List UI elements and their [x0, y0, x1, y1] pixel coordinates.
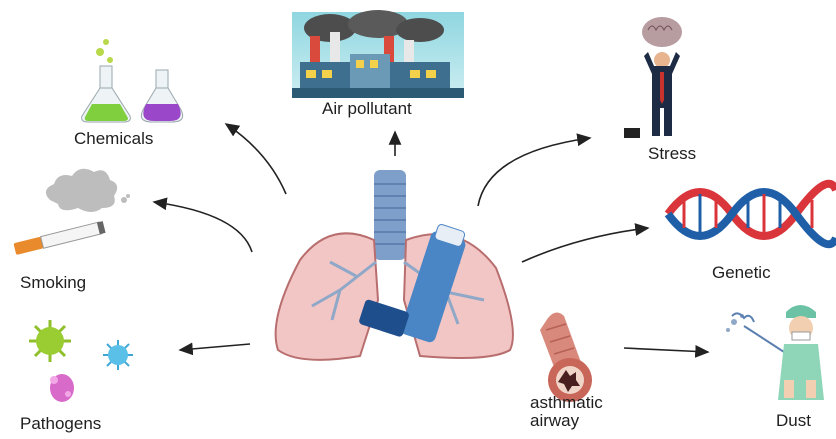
airway-icon — [540, 312, 592, 402]
arrow-chemicals — [226, 124, 286, 194]
label-chemicals: Chemicals — [74, 130, 153, 147]
label-asthmatic-airway: asthmatic airway — [530, 394, 603, 430]
arrow-dust — [624, 348, 708, 352]
label-asthmatic-line1: asthmatic — [530, 394, 603, 412]
label-stress: Stress — [648, 145, 696, 162]
factory-icon — [292, 10, 464, 98]
cleaning-person-icon — [726, 305, 824, 400]
virus-icon — [29, 320, 133, 402]
arrow-smoking — [154, 202, 252, 252]
label-pathogens: Pathogens — [20, 415, 101, 432]
stressed-man-icon — [624, 17, 682, 138]
dna-icon — [668, 184, 836, 245]
arrow-genetic — [522, 228, 648, 262]
label-air-pollutant: Air pollutant — [322, 100, 412, 117]
arrow-stress — [478, 138, 590, 206]
label-genetic: Genetic — [712, 264, 771, 281]
label-asthmatic-line2: airway — [530, 412, 603, 430]
flask-icon — [82, 39, 183, 122]
label-smoking: Smoking — [20, 274, 86, 291]
label-dust: Dust — [776, 412, 811, 429]
cigarette-icon — [13, 169, 130, 255]
arrow-pathogens — [180, 344, 250, 350]
